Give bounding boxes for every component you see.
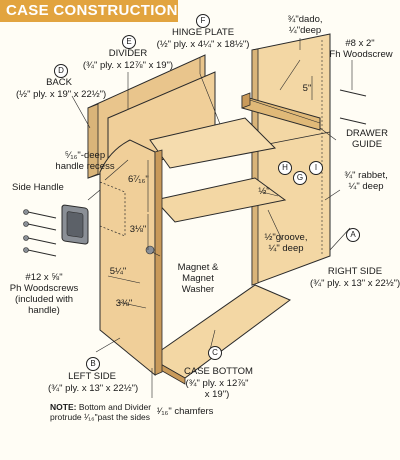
back-name: BACK [46,77,72,88]
drawer-guide-groove [249,99,321,124]
handle-recess-outline [99,181,126,237]
case-bottom [149,284,291,379]
note-line2: protrude ¹⁄₁₆"past the sides [50,412,151,422]
handle-recess-line2: handle recess [55,161,115,172]
ph-screws-line1: #12 x ⅝" [25,272,63,283]
dim-five: 5" [302,83,312,94]
handle-screws [27,211,57,257]
dim-3-1-8: 3⅛" [129,224,147,235]
hinge-plate-dims: (½" ply. x 4¼" x 18½") [156,39,250,50]
title-banner [0,0,178,22]
part-letter-d: D [54,64,68,78]
handle-screw-heads [23,209,29,253]
part-letter-f: F [196,14,210,28]
magnet-line3: Washer [181,284,215,295]
divider-name: DIVIDER [108,48,148,59]
part-letter-h: H [278,161,292,175]
groove-line2: ¼" deep [268,243,304,254]
dim-6-7-16: 6⁷⁄₁₆" [128,174,149,185]
left-side-dims: (¾" ply. x 13" x 22½") [48,383,139,394]
rabbet-line2: ¼" deep [348,181,384,192]
handle-recess-line1: ⁵⁄₁₆"-deep [64,150,106,161]
drawer-guide-line2: GUIDE [351,139,383,150]
dim-3-3-8: 3⅜" [115,298,133,309]
dim-half: ½" [258,186,270,197]
drawer-guide-front [241,92,251,109]
woodscrew-top-line1: #8 x 2" [345,38,375,49]
hinge-plate [149,117,277,169]
diagram-title: CASE CONSTRUCTION [6,2,178,19]
right-side-dims: (¾" ply. x 13" x 22½") [310,278,400,289]
right-side-name: RIGHT SIDE [327,266,383,277]
divider-dims: (¾" ply. x 12⅞" x 19") [82,60,174,71]
hinge-plate-name: HINGE PLATE [171,27,235,38]
note-line1: Bottom and Divider [76,402,152,412]
groove-line1: ½"groove, [264,232,308,243]
part-letter-g: G [293,171,307,185]
case-bottom-dims-1: (¾" ply. x 12⅞" [185,378,249,389]
dado-callout-line1: ¾"dado, [287,14,323,25]
part-letter-e: E [122,35,136,49]
rabbet-line1: ¾" rabbet, [344,170,388,181]
back-dims: (½" ply. x 19" x 22½") [16,89,107,100]
dado-callout-line2: ¼"deep [288,25,322,36]
dim-5-1-4: 5¼" [109,266,127,277]
part-letter-b: B [86,357,100,371]
note: NOTE: Bottom and Divider protrude ¹⁄₁₆"p… [50,402,151,422]
case-bottom-name: CASE BOTTOM [184,366,253,377]
case-bottom-dims-2: x 19") [204,389,230,400]
woodscrews-top [339,89,367,125]
ph-screws-line3: (included with [14,294,74,305]
back-panel-edge [87,103,99,179]
note-label: NOTE: [50,402,77,412]
left-side-edge [154,149,163,376]
side-handle-grip [66,211,84,238]
chamfers-label: ¹⁄₁₆" chamfers [156,406,214,417]
part-letter-c: C [208,346,222,360]
divider-shelf [154,177,287,223]
magnet-washer [145,245,155,255]
ph-screws-line4: handle) [28,305,60,316]
dimension-lines [107,76,313,309]
left-side-name: LEFT SIDE [68,371,116,382]
woodscrew-top-line2: Fh Woodscrew [329,49,393,60]
ph-screws-line2: Ph Woodscrews [9,283,79,294]
leader-lines [71,38,353,398]
side-handle-label: Side Handle [12,182,64,193]
part-letter-a: A [346,228,360,242]
magnet-line2: Magnet [182,273,214,284]
drawer-guide-line1: DRAWER [346,128,388,139]
magnet-line1: Magnet & [177,262,219,273]
part-letter-i: I [309,161,323,175]
